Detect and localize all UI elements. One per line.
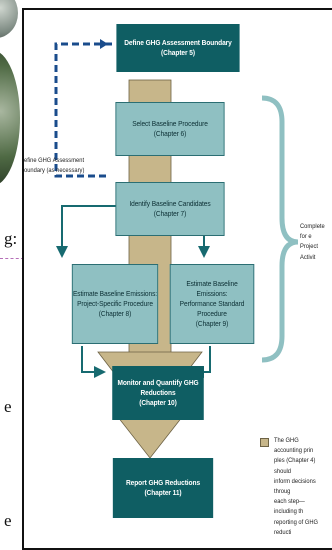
note-line: Project Activit	[300, 243, 318, 261]
legend-line: The GHG accounting prin	[274, 437, 314, 455]
scope-brace	[261, 95, 299, 363]
photo-thumbnail-bottom	[0, 50, 20, 186]
step-chapter: (Chapter 10)	[139, 398, 177, 408]
step-chapter: (Chapter 7)	[153, 209, 187, 218]
legend-note: The GHG accounting prin ples (Chapter 4)…	[274, 436, 323, 538]
legend-swatch	[260, 438, 269, 447]
step-title: Define GHG Assessment Boundary	[124, 37, 232, 47]
left-page-strip: g: e e	[0, 0, 24, 550]
brace-note: Complete for e Project Activit	[300, 222, 327, 263]
left-dashed-rule	[0, 258, 24, 259]
note-line: efine GHG Assessment	[24, 157, 85, 164]
step-title: Identify Baseline Candidates	[129, 198, 211, 208]
boundary-feedback-note: efine GHG Assessment oundary (as necessa…	[24, 156, 84, 176]
step-report-reductions: Report GHG Reductions (Chapter 11)	[112, 458, 214, 518]
legend-line: inform decisions throug	[274, 477, 316, 495]
step-title: Report GHG Reductions	[125, 477, 201, 487]
step-title-line: Project-Specific Procedure	[77, 298, 153, 308]
connector-to-project-specific	[56, 205, 122, 258]
legend-line: each step—including th	[274, 498, 305, 516]
step-title-line: Estimate Baseline Emissions:	[186, 278, 238, 298]
legend-line: ples (Chapter 4) should	[274, 457, 316, 475]
step-chapter: (Chapter 5)	[161, 48, 195, 57]
photo-thumbnail-top	[0, 0, 18, 38]
step-chapter: (Chapter 11)	[144, 488, 182, 497]
step-chapter: (Chapter 9)	[195, 319, 229, 329]
step-chapter: (Chapter 8)	[98, 309, 132, 319]
step-chapter: (Chapter 6)	[153, 129, 187, 138]
step-title-line: Performance Standard Procedure	[179, 298, 245, 319]
step-performance-standard: Estimate Baseline Emissions: Performance…	[169, 264, 255, 344]
step-select-procedure: Select Baseline Procedure (Chapter 6)	[115, 102, 225, 156]
note-line: oundary (as necessary)	[24, 167, 85, 175]
step-title: Monitor and Quantify GHG Reductions	[117, 377, 199, 397]
boundary-feedback-arrow	[54, 42, 112, 178]
step-define-boundary: Define GHG Assessment Boundary (Chapter …	[116, 24, 240, 72]
left-text-fragment: e	[4, 511, 12, 530]
step-project-specific: Estimate Baseline Emissions: Project-Spe…	[71, 264, 159, 344]
boundary-feedback-arrowhead	[100, 39, 108, 49]
left-text-fragment: g:	[4, 229, 18, 248]
step-title: Select Baseline Procedure	[132, 118, 208, 128]
left-text-fragment: e	[4, 397, 12, 416]
flowchart-panel: Define GHG Assessment Boundary (Chapter …	[22, 8, 332, 550]
step-title-line: Estimate Baseline Emissions:	[72, 288, 158, 298]
note-line: Complete for e	[300, 223, 325, 241]
legend-line: reporting of GHG reducti	[274, 518, 319, 536]
step-monitor-quantify: Monitor and Quantify GHG Reductions (Cha…	[112, 366, 204, 420]
step-identify-candidates: Identify Baseline Candidates (Chapter 7)	[115, 182, 225, 236]
connector-project-to-monitor	[81, 346, 106, 378]
